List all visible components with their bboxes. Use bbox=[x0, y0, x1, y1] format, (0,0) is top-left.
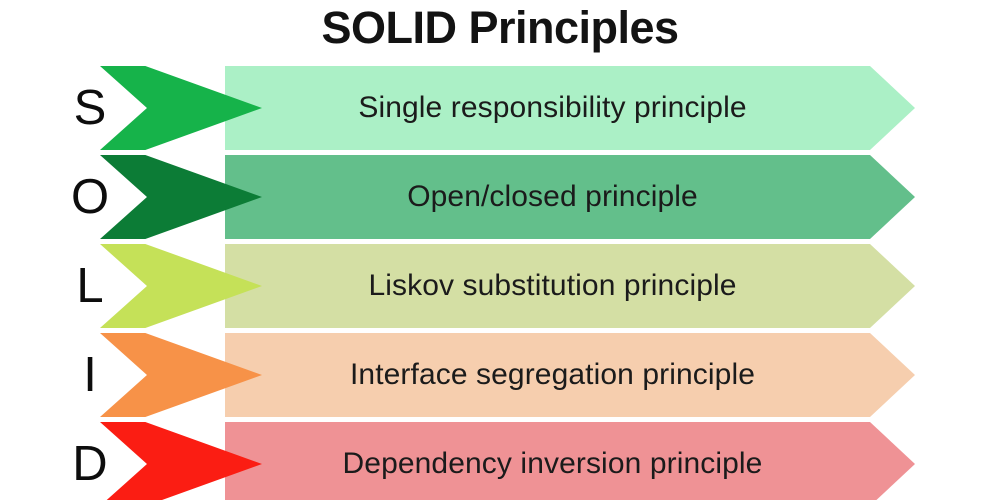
principle-row[interactable]: O Open/closed principle bbox=[0, 155, 1000, 239]
principle-label: Interface segregation principle bbox=[349, 358, 755, 391]
principle-letter: O bbox=[70, 169, 110, 224]
principle-band bbox=[225, 422, 915, 500]
principle-row[interactable]: D Dependency inversion principle bbox=[0, 422, 1000, 500]
principle-letter: I bbox=[83, 347, 97, 402]
principle-letter: D bbox=[72, 436, 108, 491]
principle-band bbox=[225, 333, 915, 417]
principle-band bbox=[225, 66, 915, 150]
principle-band bbox=[225, 244, 915, 328]
principle-label: Single responsibility principle bbox=[358, 91, 747, 124]
principle-label: Dependency inversion principle bbox=[342, 447, 763, 480]
page-title: SOLID Principles bbox=[321, 2, 679, 53]
principle-band bbox=[225, 155, 915, 239]
principle-label: Open/closed principle bbox=[407, 180, 698, 213]
principle-letter: S bbox=[73, 80, 107, 135]
principle-row[interactable]: L Liskov substitution principle bbox=[0, 244, 1000, 328]
principle-letter: L bbox=[76, 258, 104, 313]
principle-row[interactable]: I Interface segregation principle bbox=[0, 333, 1000, 417]
principle-row[interactable]: S Single responsibility principle bbox=[0, 66, 1000, 150]
principle-label: Liskov substitution principle bbox=[368, 269, 737, 302]
